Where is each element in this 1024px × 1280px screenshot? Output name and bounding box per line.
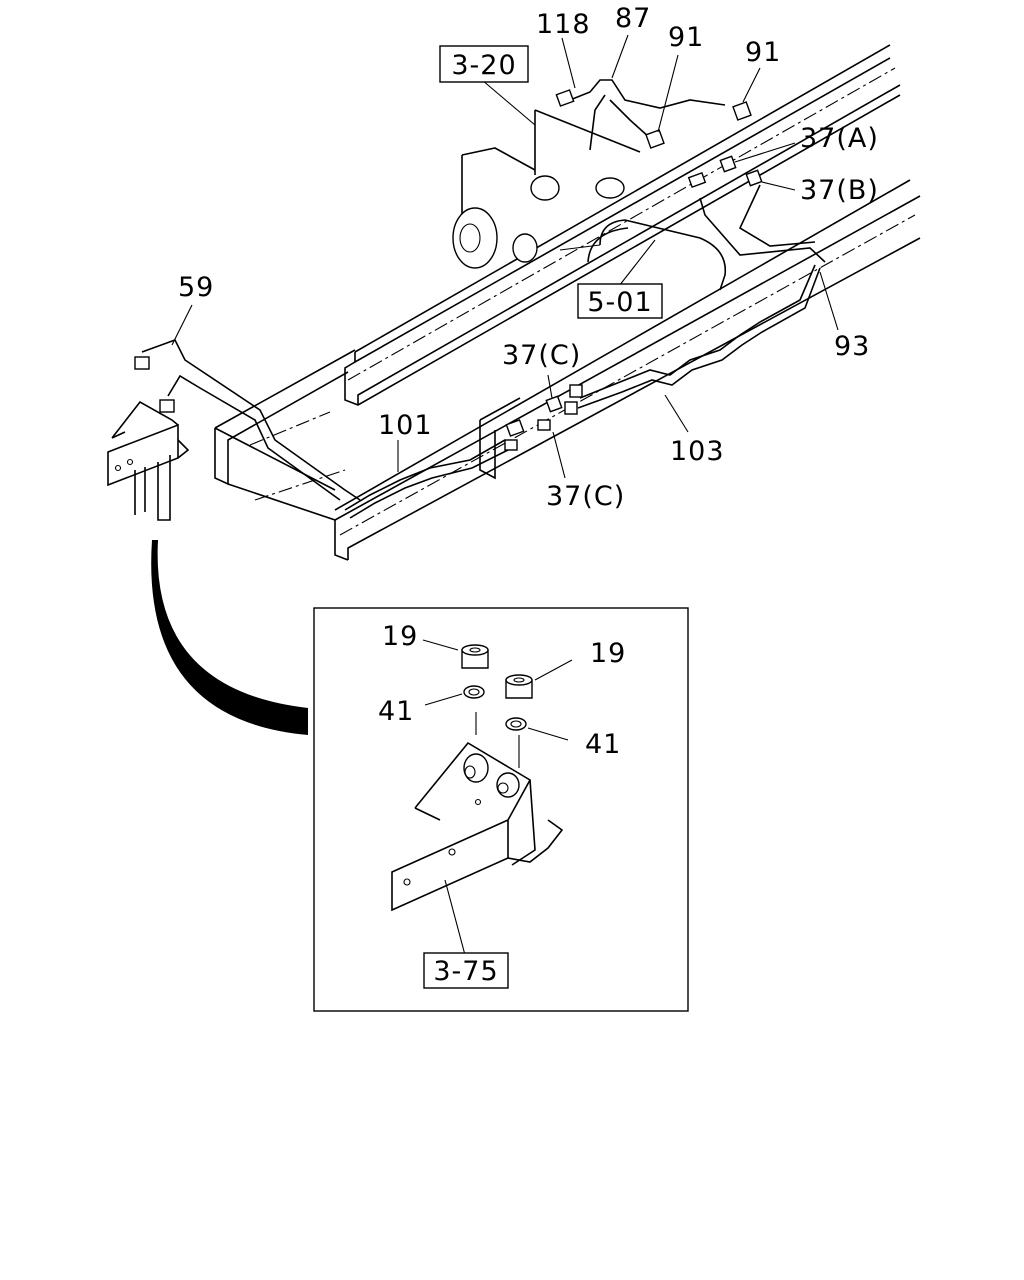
ref-box-3-20: 3-20 [439,45,529,83]
brake-pipes [141,79,826,519]
detail-frame [313,607,689,1012]
nuts-59 [134,356,175,413]
union-37c-top [545,384,583,413]
svg-text:5-01: 5-01 [587,287,652,318]
callout-19-left: 19 [382,621,418,652]
callout-37b: 37(B) [800,175,879,206]
callout-labels: 118 87 91 91 37(A) 37(B) 59 93 37(C) 101… [178,3,879,760]
chassis-frame [214,44,921,561]
callout-37a: 37(A) [800,123,879,154]
callout-87: 87 [615,3,651,34]
ref-box-5-01: 5-01 [577,283,663,319]
union-101 [504,419,525,451]
union-37b [687,172,707,188]
nut-91-right [732,101,752,121]
detail-view [313,607,689,1012]
callout-101: 101 [378,410,433,441]
bracket-small [107,400,190,521]
callout-93: 93 [834,331,870,362]
callout-59: 59 [178,272,214,303]
detail-arrow [151,540,308,735]
callout-37c-top: 37(C) [502,340,581,371]
nut-91-left [645,129,665,149]
svg-text:3-20: 3-20 [451,50,516,81]
leader-lines [171,34,839,956]
nut-118 [555,89,575,107]
nut-37a [719,155,737,173]
svg-text:3-75: 3-75 [433,956,498,987]
nut-37b [745,169,763,187]
callout-91-right: 91 [745,37,781,68]
ref-box-3-75: 3-75 [423,952,509,989]
callout-19-right: 19 [590,638,626,669]
fittings [134,89,763,451]
callout-41-right: 41 [585,729,621,760]
callout-103: 103 [670,436,725,467]
callout-41-left: 41 [378,696,414,727]
union-37c-bottom [537,401,578,431]
callout-37c-bottom: 37(C) [546,481,625,512]
callout-118: 118 [536,9,591,40]
callout-91-left: 91 [668,22,704,53]
